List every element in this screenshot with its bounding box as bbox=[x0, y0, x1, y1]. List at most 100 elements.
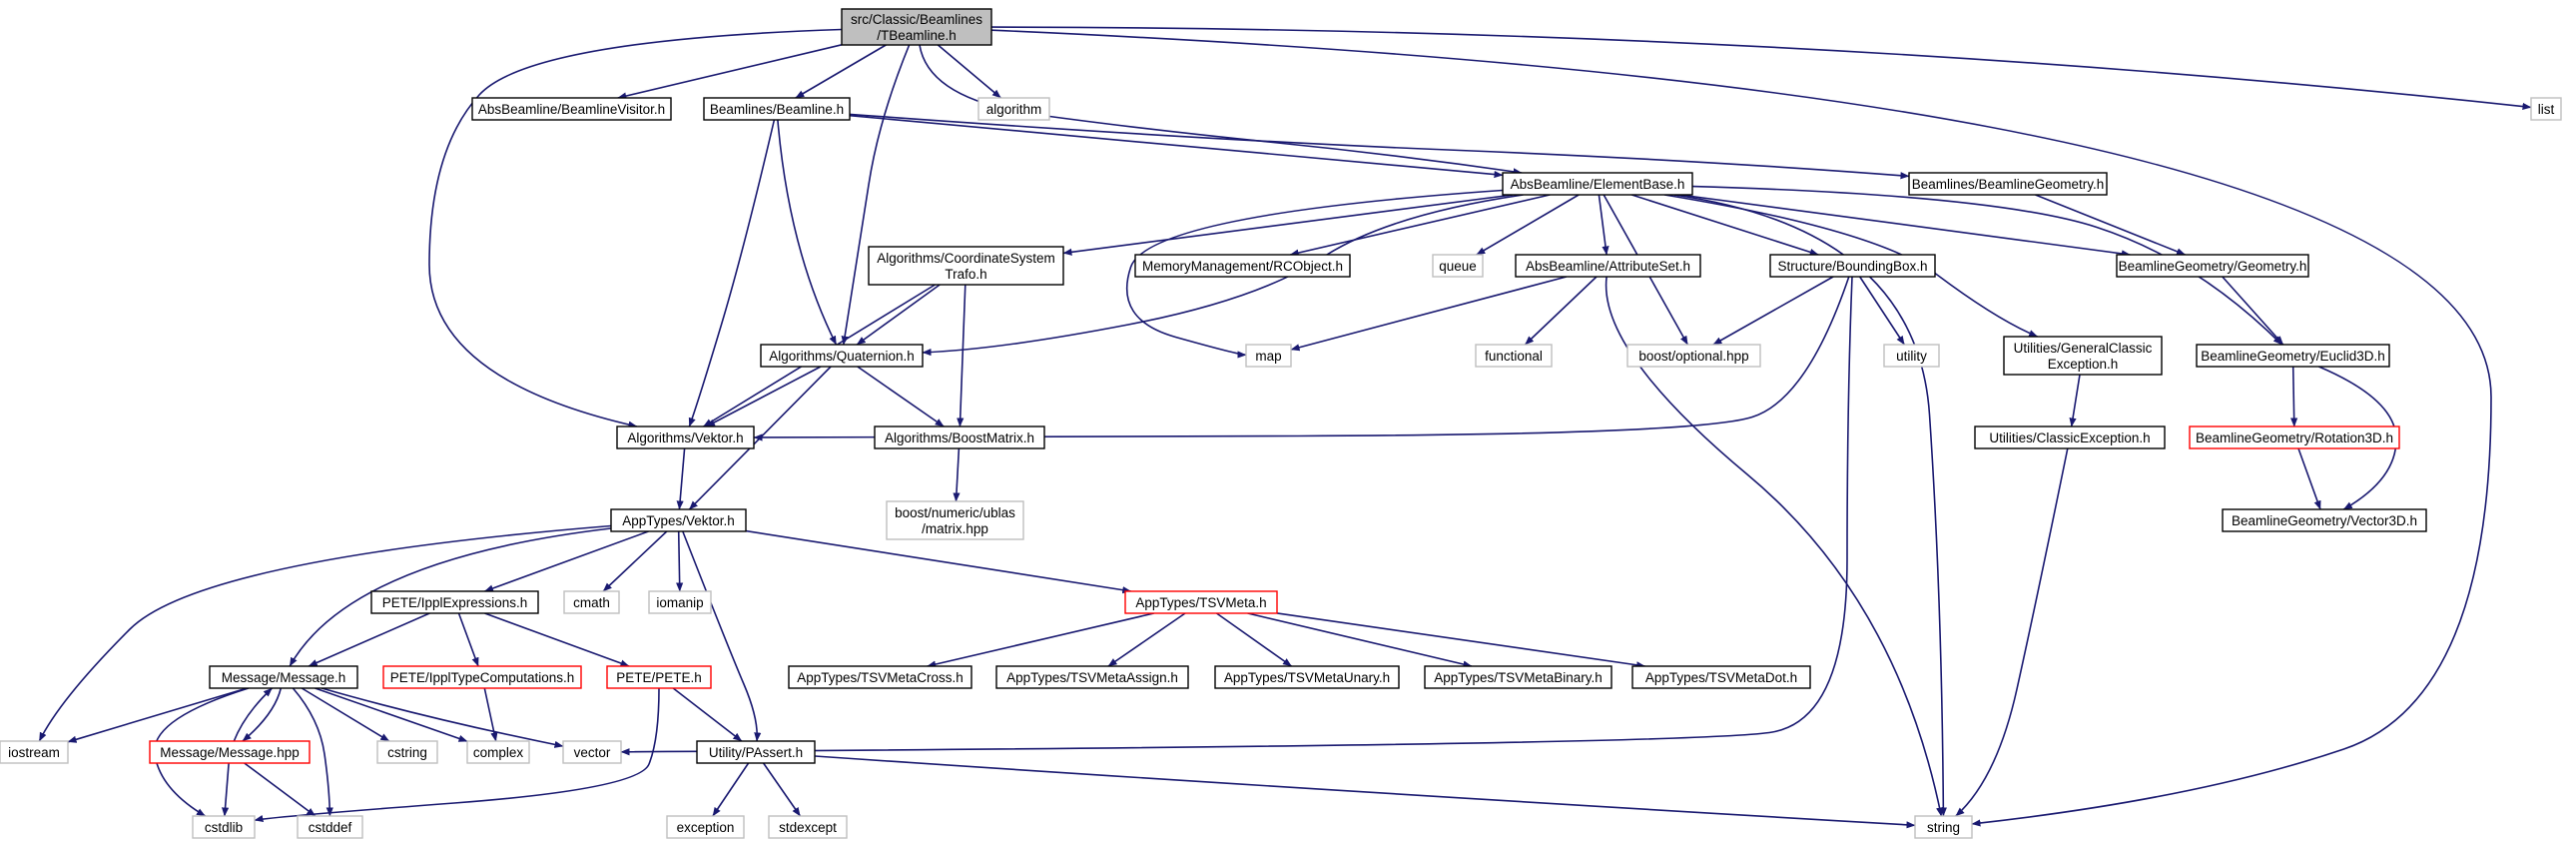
edge-ippl_type_comp-to-complex bbox=[483, 687, 498, 742]
node-box bbox=[192, 815, 256, 839]
node-box bbox=[874, 425, 1045, 449]
node-box bbox=[2003, 336, 2163, 376]
node-pete-ipplexpressions-h[interactable]: PETE/IpplExpressions.h bbox=[370, 590, 539, 614]
node-utility-passert-h[interactable]: Utility/PAssert.h bbox=[696, 740, 816, 764]
node-label: cstdlib bbox=[205, 820, 243, 835]
node-label: Message/Message.h bbox=[222, 670, 346, 685]
node-beamlinegeometry-euclid3d-h[interactable]: BeamlineGeometry/Euclid3D.h bbox=[2196, 344, 2390, 368]
node-apptypes-vektor-h[interactable]: AppTypes/Vektor.h bbox=[610, 508, 747, 532]
node-utilities-classicexception-h[interactable]: Utilities/ClassicException.h bbox=[1974, 425, 2166, 449]
node-box bbox=[696, 740, 816, 764]
node-apptypes-tsvmetaassign-h[interactable]: AppTypes/TSVMetaAssign.h bbox=[995, 665, 1189, 689]
node-box bbox=[370, 590, 539, 614]
node-structure-boundingbox-h[interactable]: Structure/BoundingBox.h bbox=[1769, 254, 1936, 278]
dependency-edges bbox=[38, 26, 2532, 829]
node-label: Utilities/ClassicException.h bbox=[1989, 430, 2150, 445]
node-algorithms-quaternion-h[interactable]: Algorithms/Quaternion.h bbox=[760, 344, 924, 368]
node-algorithms-boostmatrix-h[interactable]: Algorithms/BoostMatrix.h bbox=[874, 425, 1045, 449]
edge-quaternion-to-alg_vektor bbox=[706, 366, 822, 427]
node-label: Algorithms/BoostMatrix.h bbox=[885, 430, 1034, 445]
edge-message_hpp-to-cstdlib bbox=[221, 762, 230, 817]
edge-tsvmeta-to-tsv_assign bbox=[1107, 612, 1186, 667]
node-beamlines-beamlinegeometry-h[interactable]: Beamlines/BeamlineGeometry.h bbox=[1908, 172, 2108, 196]
node-label: queue bbox=[1439, 259, 1477, 274]
node-label: cstring bbox=[387, 745, 427, 760]
node-box bbox=[297, 815, 363, 839]
node-pete-ippltypecomputations-h[interactable]: PETE/IpplTypeComputations.h bbox=[382, 665, 582, 689]
node-apptypes-tsvmetabinary-h[interactable]: AppTypes/TSVMetaBinary.h bbox=[1424, 665, 1612, 689]
node-message-message-h[interactable]: Message/Message.h bbox=[209, 665, 358, 689]
node-box bbox=[1908, 172, 2108, 196]
node-cstddef: cstddef bbox=[297, 815, 363, 839]
node-label: Algorithms/Vektor.h bbox=[627, 430, 743, 445]
edge-apptypes_vektor-to-iostream bbox=[38, 524, 612, 742]
node-box bbox=[2116, 254, 2309, 278]
node-box bbox=[1245, 344, 1292, 368]
edge-apptypes_vektor-to-cmath bbox=[602, 530, 668, 592]
edge-message_hpp-to-message_h bbox=[233, 687, 273, 742]
node-box bbox=[610, 508, 747, 532]
node-label: list bbox=[2538, 102, 2555, 117]
node-beamlinegeometry-vector3d-h[interactable]: BeamlineGeometry/Vector3D.h bbox=[2222, 508, 2427, 532]
node-label: MemoryManagement/RCObject.h bbox=[1142, 259, 1343, 274]
node-beamlinegeometry-geometry-h[interactable]: BeamlineGeometry/Geometry.h bbox=[2116, 254, 2309, 278]
node-label: AbsBeamline/BeamlineVisitor.h bbox=[478, 102, 665, 117]
node-box bbox=[1502, 172, 1693, 196]
node-box bbox=[1475, 344, 1553, 368]
node-apptypes-tsvmetaunary-h[interactable]: AppTypes/TSVMetaUnary.h bbox=[1214, 665, 1400, 689]
node-message-message-hpp[interactable]: Message/Message.hpp bbox=[149, 740, 311, 764]
node-box bbox=[1124, 590, 1278, 614]
node-label: BeamlineGeometry/Vector3D.h bbox=[2232, 513, 2417, 528]
node-label: Exception.h bbox=[2048, 357, 2119, 372]
node-label: string bbox=[1927, 820, 1960, 835]
node-label: iostream bbox=[8, 745, 60, 760]
node-algorithms-vektor-h[interactable]: Algorithms/Vektor.h bbox=[616, 425, 755, 449]
node-beamlinegeometry-rotation3d-h[interactable]: BeamlineGeometry/Rotation3D.h bbox=[2189, 425, 2400, 449]
node-label: Message/Message.hpp bbox=[160, 745, 300, 760]
node-box bbox=[995, 665, 1189, 689]
edge-ippl_expressions-to-message_h bbox=[308, 612, 430, 667]
edge-element_base-to-map bbox=[1125, 189, 1504, 359]
node-absbeamline-elementbase-h[interactable]: AbsBeamline/ElementBase.h bbox=[1502, 172, 1693, 196]
edge-quaternion-to-boost_matrix bbox=[857, 366, 945, 427]
node-pete-pete-h[interactable]: PETE/PETE.h bbox=[606, 665, 712, 689]
node-apptypes-tsvmetacross-h[interactable]: AppTypes/TSVMetaCross.h bbox=[788, 665, 972, 689]
node-label: Utilities/GeneralClassic bbox=[2014, 341, 2153, 356]
node-label: exception bbox=[677, 820, 735, 835]
node-memorymanagement-rcobject-h[interactable]: MemoryManagement/RCObject.h bbox=[1134, 254, 1351, 278]
edge-root-to-absbeamline_visitor bbox=[617, 44, 843, 100]
node-iostream: iostream bbox=[0, 740, 69, 764]
node-apptypes-tsvmeta-h[interactable]: AppTypes/TSVMeta.h bbox=[1124, 590, 1278, 614]
node-box bbox=[1214, 665, 1400, 689]
edge-root-to-algorithm bbox=[937, 44, 1001, 99]
node-absbeamline-beamlinevisitor-h[interactable]: AbsBeamline/BeamlineVisitor.h bbox=[471, 97, 672, 121]
node-label: stdexcept bbox=[779, 820, 837, 835]
edge-boost_matrix-to-ublas_matrix bbox=[953, 447, 961, 502]
edge-root-to-quaternion bbox=[841, 44, 911, 346]
node-box bbox=[2196, 344, 2390, 368]
node-functional: functional bbox=[1475, 344, 1553, 368]
node-cstdlib: cstdlib bbox=[192, 815, 256, 839]
edge-element_base-to-attribute_set bbox=[1598, 194, 1610, 256]
edge-attribute_set-to-string bbox=[1605, 276, 1944, 817]
node-apptypes-tsvmetadot-h[interactable]: AppTypes/TSVMetaDot.h bbox=[1631, 665, 1811, 689]
node-label: BeamlineGeometry/Rotation3D.h bbox=[2196, 430, 2393, 445]
edge-ippl_expressions-to-pete_h bbox=[484, 612, 630, 667]
node-box bbox=[703, 97, 851, 121]
edge-quaternion-to-apptypes_vektor bbox=[688, 366, 832, 510]
node-label: map bbox=[1255, 349, 1281, 364]
edge-root-to-alg_vektor bbox=[428, 28, 843, 428]
node-box bbox=[2530, 97, 2562, 121]
node-label: Algorithms/CoordinateSystem bbox=[877, 251, 1055, 266]
node-beamlines-beamline-h[interactable]: Beamlines/Beamline.h bbox=[703, 97, 851, 121]
node-exception: exception bbox=[666, 815, 745, 839]
edge-tsvmeta-to-tsv_binary bbox=[1247, 612, 1473, 668]
edge-euclid3d-to-rotation3d bbox=[2290, 366, 2298, 427]
node-src-classic-beamlines-tbeamline-h[interactable]: src/Classic/Beamlines/TBeamline.h bbox=[841, 8, 992, 46]
node-absbeamline-attributeset-h[interactable]: AbsBeamline/AttributeSet.h bbox=[1515, 254, 1701, 278]
node-box bbox=[376, 740, 438, 764]
edge-general_classic_exc-to-classic_exc bbox=[2069, 374, 2081, 427]
